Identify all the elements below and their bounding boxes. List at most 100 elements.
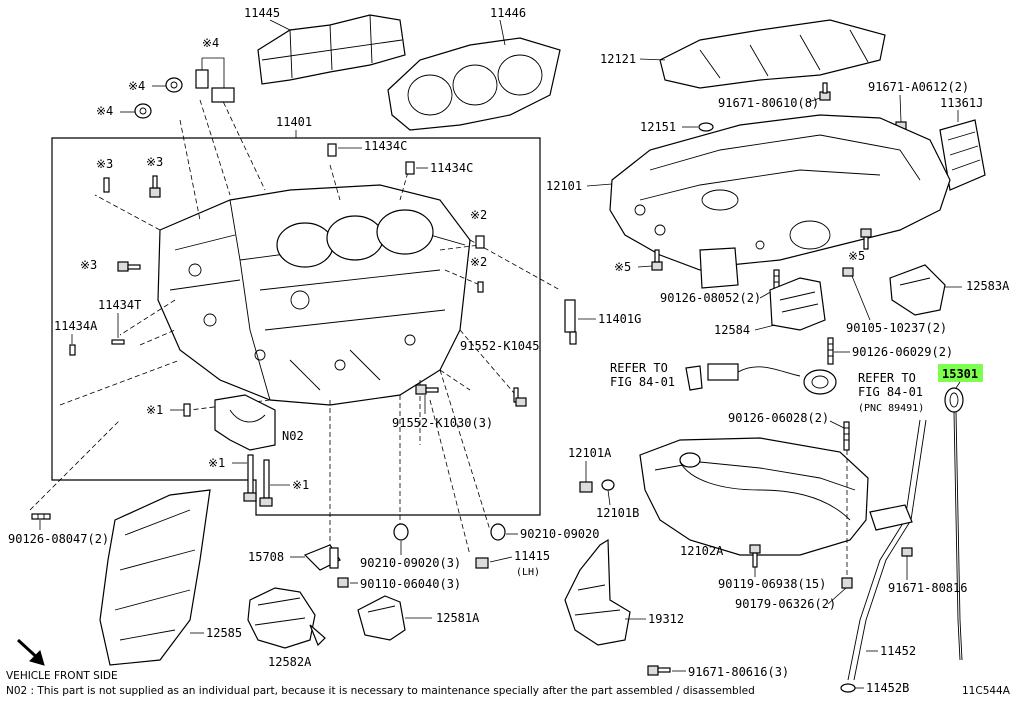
plug-x4-low bbox=[134, 103, 152, 119]
part-11445-cover bbox=[257, 14, 406, 85]
part-label-91671-80616: 91671-80616(3) bbox=[688, 665, 789, 679]
sensor-x4-top bbox=[195, 57, 235, 103]
bolt-x5-right bbox=[860, 228, 872, 250]
note-mark-x3-low: ※3 bbox=[80, 258, 97, 272]
part-15708 bbox=[303, 544, 341, 571]
part-label-12584: 12584 bbox=[714, 323, 750, 337]
block-group-frame bbox=[51, 137, 541, 516]
bolt-12101a bbox=[579, 481, 593, 493]
bolt-90119-06938 bbox=[749, 544, 761, 568]
note-mark-x4-mid: ※4 bbox=[128, 79, 145, 93]
part-label-11434a: 11434A bbox=[54, 319, 98, 333]
pin-11434a bbox=[69, 344, 76, 356]
part-label-90210-09020-3: 90210-09020(3) bbox=[360, 556, 461, 570]
part-oil-level-sensor bbox=[685, 363, 837, 395]
note-mark-x5-right: ※5 bbox=[848, 249, 865, 263]
bolt-91671-80616 bbox=[647, 665, 671, 676]
highlight-15301 bbox=[938, 364, 983, 382]
part-label-11446: 11446 bbox=[490, 6, 526, 20]
bolt-90105-10237 bbox=[842, 267, 871, 321]
dowel-11434c-top bbox=[327, 143, 337, 157]
part-label-12102a: 12102A bbox=[680, 544, 724, 558]
part-11415-plug bbox=[475, 557, 489, 569]
part-label-11415-lh: (LH) bbox=[516, 567, 540, 578]
part-label-19312: 19312 bbox=[648, 612, 684, 626]
part-12585-cover bbox=[99, 489, 211, 666]
part-label-90126-06028: 90126-06028(2) bbox=[728, 411, 829, 425]
part-label-12585: 12585 bbox=[206, 626, 242, 640]
note-mark-x1-low: ※1 bbox=[292, 478, 309, 492]
part-12583a-insulator bbox=[889, 264, 946, 316]
part-label-11452b: 11452B bbox=[866, 681, 909, 695]
note-mark-x3-mid: ※3 bbox=[146, 155, 163, 169]
stud-90126-08047 bbox=[31, 513, 51, 520]
refer-text-right-line2: FIG 84-01 bbox=[858, 385, 923, 399]
part-label-11401: 11401 bbox=[276, 115, 312, 129]
nut-90179-06326 bbox=[841, 577, 853, 589]
refer-text-right-line1: REFER TO bbox=[858, 371, 916, 385]
part-label-12583a: 12583A bbox=[966, 279, 1010, 293]
washer-12101b bbox=[601, 479, 615, 491]
washer-90210-09020 bbox=[490, 523, 506, 541]
part-11401g bbox=[564, 299, 577, 345]
part-11361j-cover bbox=[939, 119, 986, 191]
washer-90210-09020-3 bbox=[393, 523, 409, 541]
part-label-12582a: 12582A bbox=[268, 655, 312, 669]
part-label-90126-08052: 90126-08052(2) bbox=[660, 291, 761, 305]
note-mark-x4-low: ※4 bbox=[96, 104, 113, 118]
dowel-11434c-mid bbox=[405, 161, 415, 175]
plug-x4-mid bbox=[165, 77, 183, 93]
note-mark-x5-left: ※5 bbox=[614, 260, 631, 274]
note-mark-x1-top: ※1 bbox=[146, 403, 163, 417]
part-label-90126-06029: 90126-06029(2) bbox=[852, 345, 953, 359]
bolt-91552-k1030 bbox=[415, 384, 439, 395]
part-label-90119-06938: 90119-06938(15) bbox=[718, 577, 826, 591]
stud-90126-06029 bbox=[827, 337, 834, 365]
bolt-90110-06040 bbox=[337, 577, 349, 588]
part-label-11434t: 11434T bbox=[98, 298, 141, 312]
part-label-15708: 15708 bbox=[248, 550, 284, 564]
note-mark-x4-top: ※4 bbox=[202, 36, 219, 50]
refer-text-left-line2: FIG 84-01 bbox=[610, 375, 675, 389]
stud-90126-06028 bbox=[843, 421, 850, 451]
part-15301-dipstick bbox=[944, 387, 964, 661]
part-label-11434c-top: 11434C bbox=[364, 139, 407, 153]
figure-code: 11C544A bbox=[962, 685, 1011, 697]
vehicle-front-arrow bbox=[16, 638, 45, 666]
part-label-12101: 12101 bbox=[546, 179, 582, 193]
part-label-11415: 11415 bbox=[514, 549, 550, 563]
part-label-91552-k1030: 91552-K1030(3) bbox=[392, 416, 493, 430]
part-12582a-insulator bbox=[247, 587, 326, 649]
bolt-91671-80610 bbox=[819, 82, 831, 101]
pin-x1-top bbox=[183, 403, 191, 417]
part-12121-gasket bbox=[659, 19, 886, 89]
part-label-90179-06326: 90179-06326(2) bbox=[735, 597, 836, 611]
vehicle-front-label: VEHICLE FRONT SIDE bbox=[6, 670, 118, 682]
pin-x2-low bbox=[477, 281, 484, 293]
part-label-91552-k1045: 91552-K1045 bbox=[460, 339, 539, 353]
part-label-11445: 11445 bbox=[244, 6, 280, 20]
part-12584-bracket bbox=[769, 277, 826, 331]
part-n02-bearing-cap bbox=[214, 394, 276, 451]
part-label-90105-10237: 90105-10237(2) bbox=[846, 321, 947, 335]
part-label-90126-08047: 90126-08047(2) bbox=[8, 532, 109, 546]
part-label-11452: 11452 bbox=[880, 644, 916, 658]
part-12581a-insulator bbox=[357, 595, 406, 641]
oring-11452b bbox=[840, 683, 856, 693]
pin-x3-left bbox=[103, 177, 110, 193]
part-12102a-oil-pan-lower bbox=[639, 437, 869, 556]
note-mark-x2-top: ※2 bbox=[470, 208, 487, 222]
note-mark-x2-low: ※2 bbox=[470, 255, 487, 269]
bolt-91552-k1045 bbox=[513, 387, 527, 407]
part-label-12101a: 12101A bbox=[568, 446, 612, 460]
part-label-12101b: 12101B bbox=[596, 506, 639, 520]
part-label-11434c-mid: 11434C bbox=[430, 161, 473, 175]
part-19312-shield bbox=[564, 538, 631, 646]
bolt-91671-80816 bbox=[901, 547, 913, 557]
note-mark-x3-left: ※3 bbox=[96, 157, 113, 171]
part-label-91671-a0612: 91671-A0612(2) bbox=[868, 80, 969, 94]
part-label-12121: 12121 bbox=[600, 52, 636, 66]
part-11446-gasket bbox=[387, 37, 561, 131]
part-label-12581a: 12581A bbox=[436, 611, 480, 625]
